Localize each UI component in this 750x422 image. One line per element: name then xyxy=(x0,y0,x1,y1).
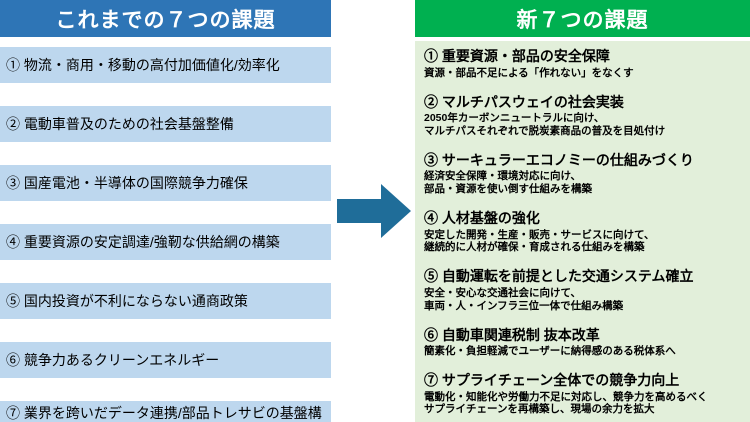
previous-challenges-panel: これまでの７つの課題 ① 物流・商用・移動の高付加価値化/効率化 ② 電動車普及… xyxy=(0,0,331,422)
item-title: ① 重要資源・部品の安全保障 xyxy=(424,48,610,64)
list-item: ⑥ 自動車関連税制 抜本改革 簡素化・負担軽減でユーザーに納得感のある税体系へ xyxy=(424,327,741,358)
item-title: ② マルチパスウェイの社会実装 xyxy=(424,93,624,110)
transition-arrow-icon xyxy=(337,182,413,240)
list-item: ② マルチパスウェイの社会実装 2050年カーボンニュートラルに向け、 マルチパ… xyxy=(424,94,741,138)
list-item: ④ 重要資源の安定調達/強靭な供給網の構築 xyxy=(0,224,331,260)
list-item: ⑤ 国内投資が不利にならない通商政策 xyxy=(0,283,331,319)
previous-challenges-title: これまでの７つの課題 xyxy=(0,0,331,37)
item-desc: 2050年カーボンニュートラルに向け、 マルチパスそれぞれで脱炭素商品の普及を目… xyxy=(424,112,666,137)
item-title: ④ 人材基盤の強化 xyxy=(424,210,540,227)
list-item: ⑦ サプライチェーン全体での競争力向上 電動化・知能化や労働力不足に対応し、競争… xyxy=(424,372,741,416)
item-desc: 安全・安心な交通社会に向けて、 車両・人・インフラ三位一体で仕組み構築 xyxy=(424,286,624,312)
new-challenges-panel: 新７つの課題 ① 重要資源・部品の安全保障 資源・部品不足による「作れない」をな… xyxy=(415,0,750,422)
item-desc: 経済安全保障・環境対応に向け、 部品・資源を使い倒す仕組みを構築 xyxy=(424,170,592,195)
list-item: ⑤ 自動運転を前提とした交通システム確立 安全・安心な交通社会に向けて、 車両・… xyxy=(424,268,741,312)
new-challenges-title: 新７つの課題 xyxy=(415,0,750,37)
item-desc: 資源・部品不足による「作れない」をなくす xyxy=(424,66,634,79)
list-item: ③ サーキュラーエコノミーの仕組みづくり 経済安全保障・環境対応に向け、 部品・… xyxy=(424,152,741,196)
item-desc: 電動化・知能化や労働力不足に対応し、競争力を高めるべく サプライチェーンを再構築… xyxy=(424,390,708,416)
item-desc: 簡素化・負担軽減でユーザーに納得感のある税体系へ xyxy=(424,345,676,358)
item-title: ⑤ 自動運転を前提とした交通システム確立 xyxy=(424,268,694,285)
list-item: ④ 人材基盤の強化 安定した開発・生産・販売・サービスに向けて、 継続的に人材が… xyxy=(424,210,741,254)
list-item: ① 重要資源・部品の安全保障 資源・部品不足による「作れない」をなくす xyxy=(424,48,741,79)
list-item: ⑥ 競争力あるクリーンエネルギー xyxy=(0,342,331,378)
item-desc: 安定した開発・生産・販売・サービスに向けて、 継続的に人材が確保・育成される仕組… xyxy=(424,228,655,254)
new-challenges-list: ① 重要資源・部品の安全保障 資源・部品不足による「作れない」をなくす ② マル… xyxy=(415,41,750,422)
item-title: ③ サーキュラーエコノミーの仕組みづくり xyxy=(424,151,694,168)
item-title: ⑥ 自動車関連税制 抜本改革 xyxy=(424,326,600,343)
list-item: ② 電動車普及のための社会基盤整備 xyxy=(0,106,331,142)
list-item: ① 物流・商用・移動の高付加価値化/効率化 xyxy=(0,47,331,83)
previous-challenges-list: ① 物流・商用・移動の高付加価値化/効率化 ② 電動車普及のための社会基盤整備 … xyxy=(0,37,331,422)
list-item: ③ 国産電池・半導体の国際競争力確保 xyxy=(0,165,331,201)
item-title: ⑦ サプライチェーン全体での競争力向上 xyxy=(424,372,680,389)
list-item: ⑦ 業界を跨いだデータ連携/部品トレサビの基盤構築 xyxy=(0,401,331,422)
arrow-shape xyxy=(337,184,411,238)
